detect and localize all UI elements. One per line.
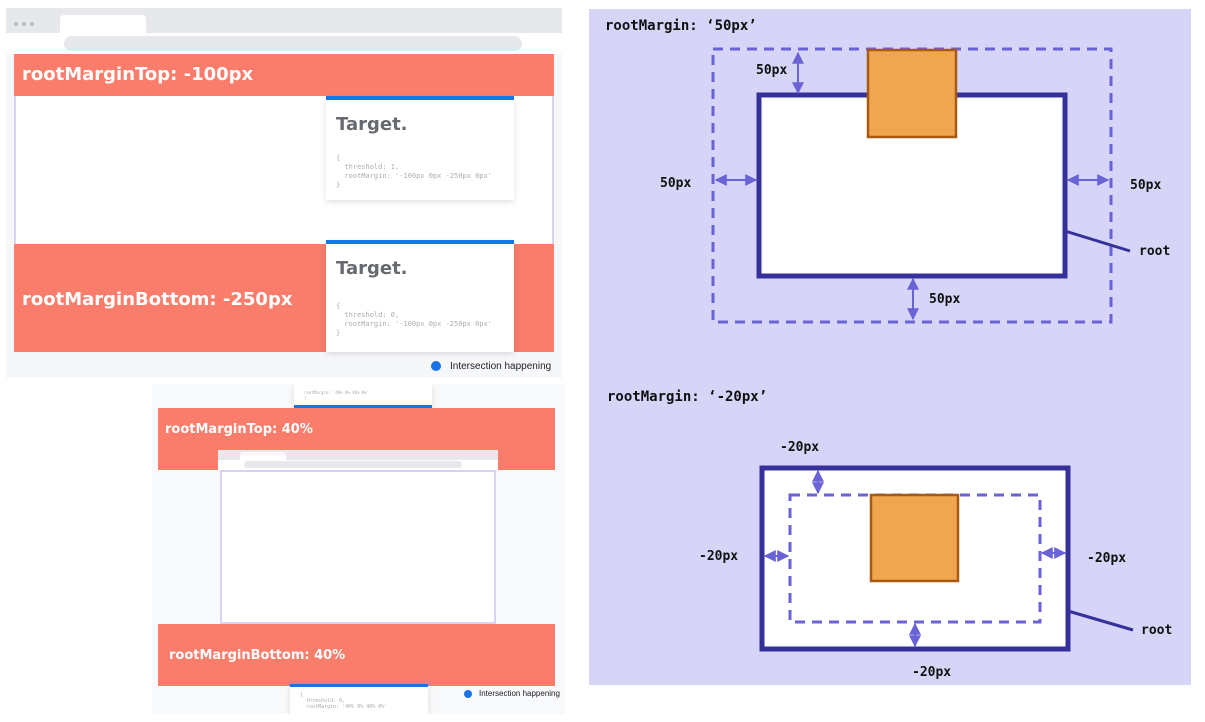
legend-label: Intersection happening bbox=[479, 689, 560, 698]
target-box bbox=[869, 493, 960, 583]
root-viewport bbox=[220, 470, 496, 624]
root-margin-top-label: rootMarginTop: -100px bbox=[22, 64, 254, 85]
root-margin-boundary bbox=[711, 47, 1113, 324]
margin-bottom-label: -20px bbox=[912, 665, 951, 680]
diagram-title: rootMargin: ‘-20px’ bbox=[607, 389, 767, 405]
address-bar[interactable] bbox=[244, 461, 462, 468]
address-bar[interactable] bbox=[64, 36, 522, 51]
margin-top-label: 50px bbox=[756, 63, 787, 78]
intersection-indicator-icon bbox=[464, 690, 472, 698]
window-dot bbox=[14, 22, 18, 26]
root-margin-bottom-label: rootMarginBottom: 40% bbox=[169, 648, 346, 663]
margin-right-label: -20px bbox=[1087, 551, 1126, 566]
target-box bbox=[866, 48, 958, 139]
margin-top-label: -20px bbox=[780, 440, 819, 455]
target-card: Target. { threshold: 0, rootMargin: '-10… bbox=[326, 240, 514, 352]
observer-options-code: rootMargin: '40% 0% 40% 0%' } bbox=[304, 390, 370, 400]
observer-options-code: { threshold: 0, rootMargin: '40% 0% 40% … bbox=[300, 692, 388, 710]
root-label: root bbox=[1139, 244, 1170, 259]
card-accent-bar bbox=[326, 96, 514, 100]
margin-bottom-label: 50px bbox=[929, 292, 960, 307]
legend-label: Intersection happening bbox=[450, 361, 552, 372]
margin-left-label: 50px bbox=[660, 176, 691, 191]
card-accent-bar bbox=[290, 684, 428, 687]
root-margin-diagrams: rootMargin: ‘50px’ 50px 50px 50px 50px r… bbox=[589, 9, 1191, 685]
root-margin-bottom-area: rootMarginBottom: 40% bbox=[158, 624, 555, 686]
window-controls bbox=[14, 22, 44, 28]
intersection-demo-negative: rootMarginTop: -100px rootMarginBottom: … bbox=[6, 8, 562, 378]
diagram-canvas: rootMargin: ‘50px’ 50px 50px 50px 50px r… bbox=[605, 18, 1172, 680]
window-dot bbox=[30, 22, 34, 26]
target-card: { threshold: 0, rootMargin: '40% 0% 40% … bbox=[290, 684, 428, 714]
intersection-indicator-icon bbox=[431, 361, 441, 371]
observer-options-code: { threshold: 1, rootMargin: '-100px 0px … bbox=[336, 154, 492, 189]
root-margin-top-label: rootMarginTop: 40% bbox=[165, 422, 313, 437]
margin-right-label: 50px bbox=[1130, 178, 1161, 193]
target-card: Target. { threshold: 1, rootMargin: '-10… bbox=[326, 96, 514, 200]
intersection-demo-percent: rootMargin: '40% 0% 40% 0%' } rootMargin… bbox=[152, 384, 565, 714]
observer-options-code: { threshold: 0, rootMargin: '-100px 0px … bbox=[336, 302, 492, 337]
root-label: root bbox=[1141, 623, 1172, 638]
root-margin-top-area: rootMarginTop: -100px bbox=[14, 54, 554, 96]
window-dot bbox=[22, 22, 26, 26]
card-accent-bar bbox=[326, 240, 514, 244]
browser-tab[interactable] bbox=[240, 452, 286, 461]
root-margin-bottom-label: rootMarginBottom: -250px bbox=[22, 289, 293, 310]
margin-left-label: -20px bbox=[699, 549, 738, 564]
target-card: rootMargin: '40% 0% 40% 0%' } bbox=[294, 384, 432, 408]
browser-tab[interactable] bbox=[60, 15, 146, 35]
target-title: Target. bbox=[336, 114, 408, 135]
root-pointer-line bbox=[1064, 229, 1131, 253]
diagram-title: rootMargin: ‘50px’ bbox=[605, 18, 757, 34]
target-title: Target. bbox=[336, 258, 408, 279]
card-accent-bar bbox=[294, 405, 432, 408]
root-pointer-line bbox=[1067, 609, 1134, 632]
